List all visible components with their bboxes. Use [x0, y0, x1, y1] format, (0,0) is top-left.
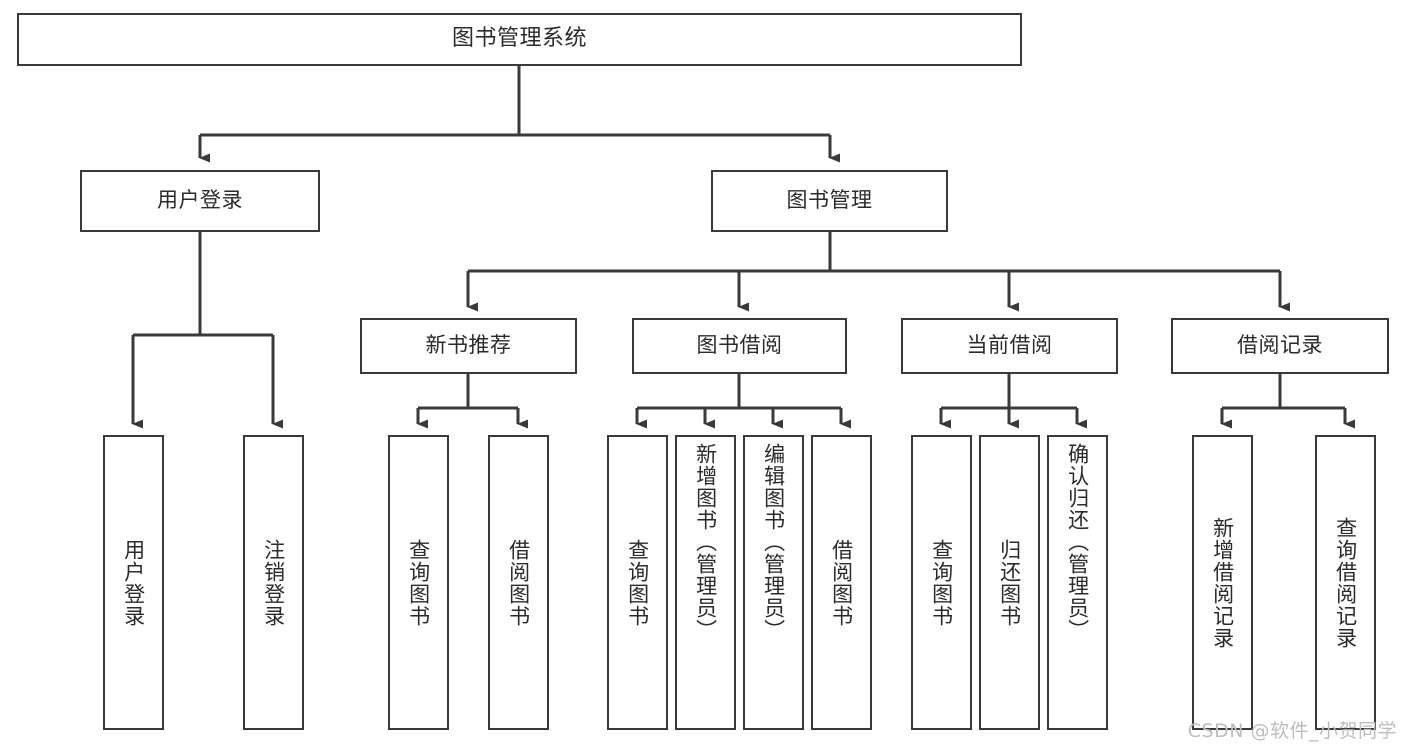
leaf-current-borrow-return-books[interactable]: 归还图书	[979, 435, 1040, 730]
node-current-borrowing[interactable]: 当前借阅	[901, 318, 1118, 374]
node-user-login[interactable]: 用户登录	[80, 170, 320, 232]
node-label: 查询图书	[929, 538, 954, 627]
node-label: 查询借阅记录	[1333, 516, 1358, 649]
node-label: 用户登录	[157, 188, 243, 213]
leaf-book-borrow-query-books[interactable]: 查询图书	[607, 435, 668, 730]
node-label: 查询图书	[406, 538, 431, 627]
connector-lines	[131, 66, 1355, 429]
node-book-borrowing[interactable]: 图书借阅	[632, 318, 847, 374]
node-label: 归还图书	[997, 538, 1022, 627]
leaf-current-borrow-query-books[interactable]: 查询图书	[911, 435, 972, 730]
node-book-management[interactable]: 图书管理	[711, 170, 948, 232]
leaf-current-borrow-confirm-return-admin[interactable]: 确认归还（管理员）	[1047, 435, 1108, 730]
node-new-book-recommendation[interactable]: 新书推荐	[360, 318, 577, 374]
leaf-book-borrow-add-book-admin[interactable]: 新增图书（管理员）	[675, 435, 736, 730]
node-label: 当前借阅	[966, 333, 1053, 358]
node-label: 用户登录	[121, 538, 146, 627]
node-label: 借阅图书	[506, 538, 531, 627]
leaf-user-login-logout[interactable]: 注销登录	[243, 435, 304, 730]
leaf-user-login-login[interactable]: 用户登录	[103, 435, 164, 730]
node-label: 借阅记录	[1237, 333, 1323, 358]
node-label: 新书推荐	[425, 333, 512, 358]
node-label: 图书管理	[786, 188, 873, 213]
leaf-borrow-record-query-record[interactable]: 查询借阅记录	[1315, 435, 1376, 730]
node-label: 编辑图书（管理员）	[761, 443, 786, 641]
node-label: 确认归还（管理员）	[1065, 443, 1090, 641]
leaf-borrow-record-add-record[interactable]: 新增借阅记录	[1192, 435, 1253, 730]
leaf-new-book-borrow-books[interactable]: 借阅图书	[488, 435, 549, 730]
node-label: 查询图书	[625, 538, 650, 627]
node-label: 图书管理系统	[451, 26, 587, 52]
leaf-new-book-query-books[interactable]: 查询图书	[388, 435, 449, 730]
node-label: 新增图书（管理员）	[693, 443, 718, 641]
node-label: 注销登录	[261, 538, 286, 627]
node-label: 新增借阅记录	[1210, 516, 1235, 649]
leaf-book-borrow-edit-book-admin[interactable]: 编辑图书（管理员）	[743, 435, 804, 730]
node-label: 借阅图书	[829, 538, 854, 627]
node-borrowing-record[interactable]: 借阅记录	[1171, 318, 1389, 374]
node-label: 图书借阅	[696, 333, 783, 358]
node-root-library-management-system[interactable]: 图书管理系统	[17, 13, 1022, 66]
leaf-book-borrow-borrow-books[interactable]: 借阅图书	[811, 435, 872, 730]
